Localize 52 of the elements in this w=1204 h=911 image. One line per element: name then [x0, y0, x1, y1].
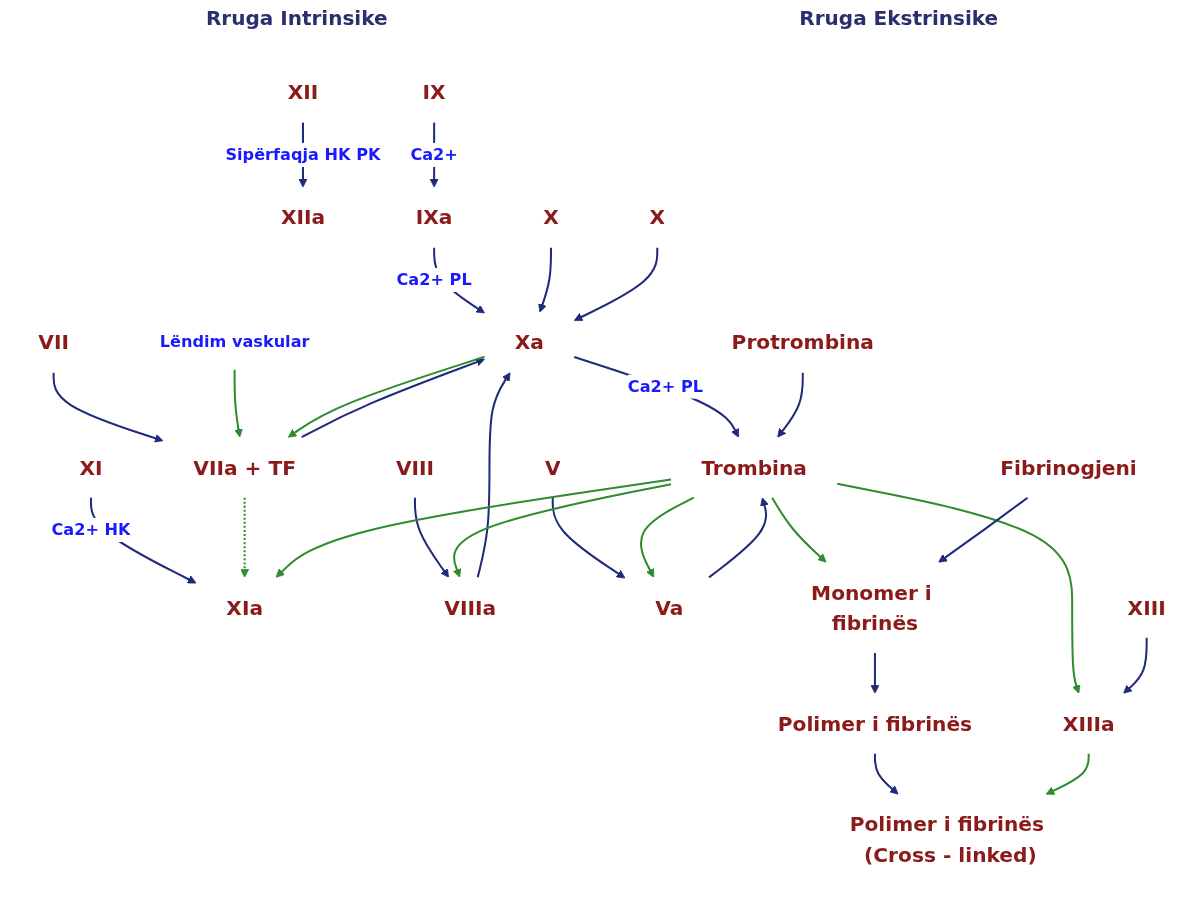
edge-label: Ca2+ HK — [51, 519, 131, 540]
arrow — [573, 356, 739, 438]
node-text: X — [649, 205, 666, 230]
arrow — [476, 372, 511, 578]
arrow — [275, 478, 672, 578]
edge-label: Ca2+ — [410, 144, 458, 164]
node-text: VIII — [395, 455, 435, 480]
node-text: V — [544, 455, 561, 480]
arrow — [777, 372, 804, 438]
arrow — [233, 369, 243, 438]
node-text: Va — [655, 595, 684, 620]
arrow — [52, 372, 164, 443]
arrow — [938, 496, 1029, 563]
arrow — [771, 497, 827, 563]
arrow — [640, 496, 695, 578]
pathway-heading: Rruga Intrinsike — [205, 6, 388, 30]
arrow — [452, 483, 672, 578]
arrow — [538, 247, 552, 313]
arrow — [551, 497, 626, 579]
node-text: IXa — [415, 205, 453, 230]
node-text: Trombina — [701, 455, 807, 480]
node-text: Xa — [514, 330, 544, 355]
node-text: Fibrinogjeni — [1000, 455, 1137, 480]
arrow — [873, 753, 899, 795]
node-text: VIIa + TF — [193, 455, 296, 480]
arrow — [708, 497, 769, 579]
node-text: VIIIa — [444, 595, 497, 620]
node-text: XIa — [226, 595, 263, 620]
arrow — [413, 497, 450, 578]
arrow — [240, 497, 250, 578]
node-text: Lëndim vaskular — [159, 332, 310, 352]
arrow — [837, 482, 1081, 694]
edge-label: Ca2+ PL — [396, 269, 472, 289]
node-text: XII — [287, 80, 319, 105]
node-text: XIII — [1127, 595, 1166, 620]
pathway-heading: Rruga Ekstrinsike — [799, 6, 999, 30]
node-text: XI — [79, 455, 103, 480]
node-text: Polimer i fibrinës (Cross - linked) — [849, 812, 1045, 867]
arrow — [573, 247, 659, 321]
node-text: Monomer i fibrinës — [811, 580, 932, 635]
node-text: XIIIa — [1062, 711, 1115, 736]
node-text: XIIa — [280, 205, 326, 230]
edge-label: Sipërfaqja HK PK — [225, 144, 381, 164]
arrow — [870, 652, 880, 694]
node-text: IX — [422, 80, 446, 105]
node-text: Polimer i fibrinës — [777, 711, 973, 736]
arrow — [1045, 753, 1090, 795]
node-text: Protrombina — [731, 330, 874, 355]
arrow — [1123, 637, 1148, 694]
node-text: X — [543, 205, 559, 230]
edge-label: Ca2+ PL — [627, 376, 703, 396]
node-text: VII — [38, 330, 69, 355]
